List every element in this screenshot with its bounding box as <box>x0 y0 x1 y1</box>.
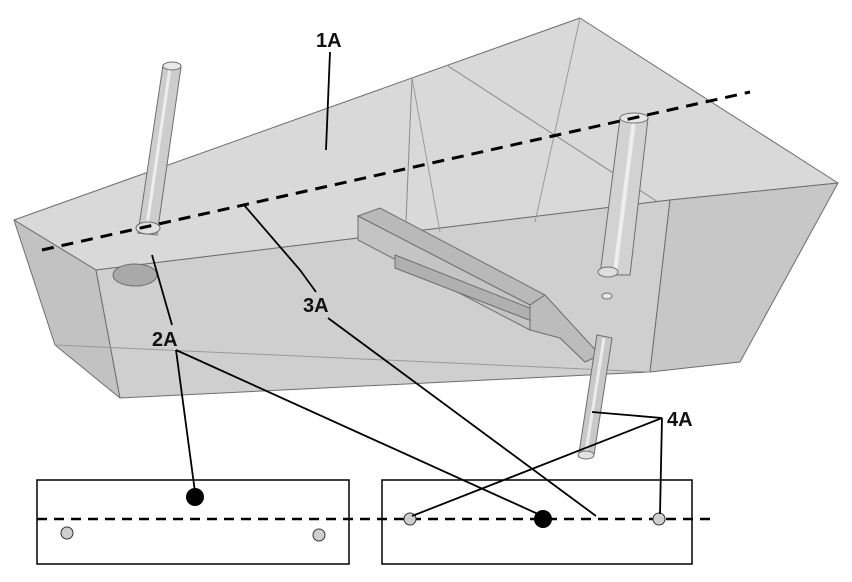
label-2a: 2A <box>152 329 178 351</box>
right-tube-hole <box>597 266 619 278</box>
leader-3a-to-axis <box>243 204 317 293</box>
right-box-big-dot <box>534 510 552 528</box>
right-box-small-dot-2 <box>652 512 666 526</box>
wedge-body <box>13 17 839 399</box>
left-rod-hole <box>135 221 161 235</box>
label-1a: 1A <box>316 30 342 52</box>
label-3a: 3A <box>303 295 329 317</box>
wedge-lower-edge <box>54 344 651 373</box>
leader-2a-to-right-dot <box>175 349 539 515</box>
wedge-division-4 <box>534 17 581 223</box>
leader-2a-to-rod <box>151 254 173 326</box>
right-tube-upper-highlight <box>613 119 636 273</box>
left-rod <box>112 61 182 287</box>
right-tube-lower-highlight <box>584 337 606 453</box>
leader-4a-to-left-dot <box>411 417 663 517</box>
groove-end <box>529 294 601 363</box>
left-rod-top-cap <box>162 61 182 71</box>
wedge-division-1 <box>404 77 413 246</box>
left-rod-highlight <box>144 67 172 233</box>
body-dashed-axis <box>41 90 751 252</box>
left-box-small-dot-2 <box>312 528 326 542</box>
right-tube-small-hole <box>601 292 613 300</box>
right-tube-bottom-cap <box>577 450 595 460</box>
leader-2a-to-left-dot <box>175 349 196 493</box>
left-box-small-dot-1 <box>60 526 74 540</box>
groove-channel <box>356 207 601 363</box>
left-rod-base-ring <box>112 263 158 287</box>
leader-4a-to-right-dot <box>659 417 663 515</box>
leader-3a-to-box <box>327 317 597 517</box>
left-box-big-dot <box>186 488 204 506</box>
leader-1a <box>325 51 331 151</box>
leader-lines <box>151 51 663 517</box>
label-4a: 4A <box>667 409 693 431</box>
leader-4a-to-tube <box>591 411 663 419</box>
right-tube <box>577 112 649 460</box>
wedge-division-3 <box>411 77 441 233</box>
wedge-right-face <box>649 182 839 373</box>
